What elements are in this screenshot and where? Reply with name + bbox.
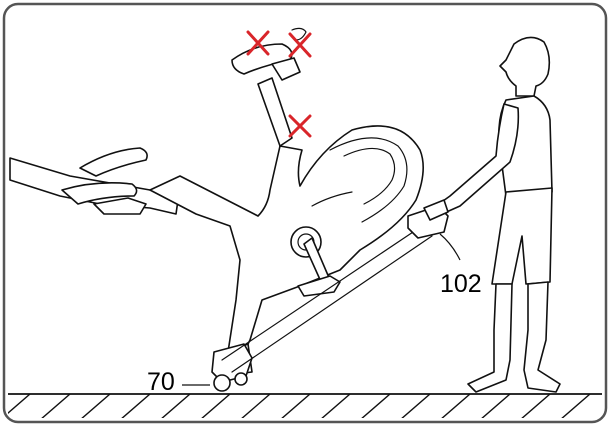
exercise-bike [9, 27, 424, 392]
callout-label-70: 70 [147, 368, 175, 396]
do-not-lift-x-icon [288, 114, 312, 138]
seat-post [257, 77, 293, 147]
handlebar-upper [79, 147, 148, 177]
seat-clamp [271, 57, 301, 81]
person-hand [423, 199, 449, 221]
handlebar-clamp [93, 197, 147, 215]
person-leg-back [523, 281, 561, 393]
pedal [297, 275, 341, 297]
handlebar-lower [61, 182, 138, 205]
person-shorts [491, 187, 553, 285]
do-not-lift-x-icon [288, 32, 312, 58]
shroud-curve [329, 137, 408, 223]
warning-marks [246, 30, 312, 138]
floor [8, 393, 602, 418]
shroud-inner [343, 147, 396, 205]
callout-102: 102 [439, 233, 482, 298]
do-not-lift-x-icon [246, 30, 270, 56]
transport-wheel [213, 374, 231, 392]
shroud-slot [311, 191, 353, 207]
callout-label-102: 102 [440, 270, 482, 298]
person-leg-front [467, 283, 513, 393]
person-head [499, 36, 551, 97]
seat-knob [291, 27, 307, 41]
person-figure [423, 36, 561, 393]
bike-frame [149, 125, 424, 361]
callout-70: 70 [147, 368, 210, 396]
